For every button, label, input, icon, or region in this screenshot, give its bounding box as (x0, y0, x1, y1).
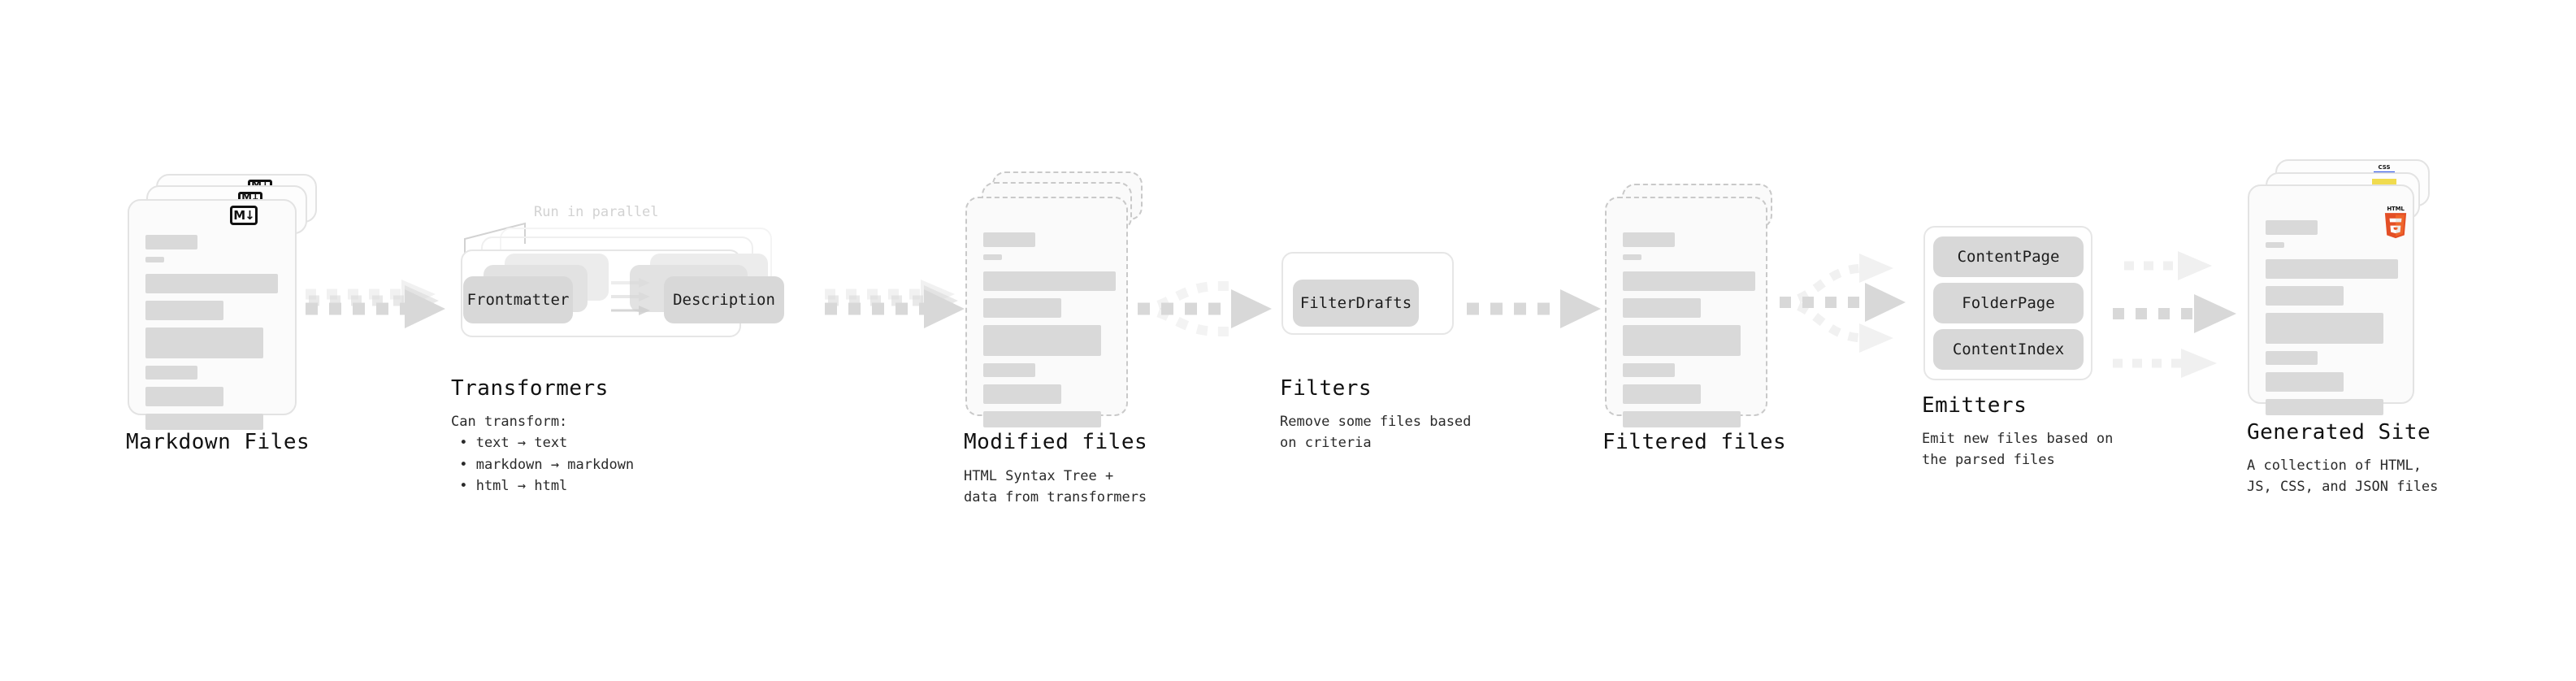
html5-icon-wordmark: HTML (2387, 206, 2405, 212)
emitters-chip-contentindex-label: ContentIndex (1952, 340, 2065, 358)
emitters-subtitle: Emit new files based on the parsed files (1922, 431, 2114, 469)
markdown-file-card-front (128, 199, 297, 430)
transformers-chip-frontmatter-label: Frontmatter (466, 291, 570, 309)
generated-site-subtitle: A collection of HTML, JS, CSS, and JSON … (2247, 458, 2439, 496)
connector-md-to-transformers (306, 280, 445, 328)
markdown-icon-label: M↓ (233, 207, 254, 223)
emitters-chip-contentpage-label: ContentPage (1957, 248, 2060, 266)
emitters-chip-folderpage-label: FolderPage (1962, 294, 2055, 312)
generated-site-title: Generated Site (2247, 420, 2431, 445)
emitters-title: Emitters (1922, 393, 2027, 418)
emitters-chip-contentpage[interactable]: ContentPage (1933, 236, 2084, 277)
emitters-chip-contentindex[interactable]: ContentIndex (1933, 329, 2084, 370)
markdown-icon: M↓ (230, 206, 258, 225)
connector-modified-to-filters (1137, 281, 1272, 336)
modified-files-subtitle: HTML Syntax Tree + data from transformer… (964, 468, 1147, 506)
filtered-files-title: Filtered files (1602, 430, 1787, 454)
transformers-chip-frontmatter[interactable]: Frontmatter (463, 276, 573, 323)
transformers-subtitle: Can transform: • text → text • markdown … (451, 414, 635, 495)
markdown-icon-back1-label: M↓ (241, 192, 260, 204)
generated-site-placeholder-bars (2266, 220, 2398, 423)
run-in-parallel-label: Run in parallel (534, 204, 659, 220)
generated-site-stack: CSS HTML (0, 0, 2430, 415)
modified-file-card-front (965, 197, 1128, 427)
transformers-chip-description[interactable]: Description (664, 276, 784, 323)
html5-icon: HTML (2383, 206, 2408, 239)
filtered-file-card-front (1605, 197, 1767, 427)
filters-subtitle: Remove some files based on criteria (1280, 414, 1472, 452)
modified-files-title: Modified files (964, 430, 1148, 454)
connector-emitters-to-site (2113, 251, 2236, 378)
modified-placeholder-bars (983, 232, 1116, 435)
transformers-inner-arrows (611, 278, 650, 315)
connector-filters-to-filtered (1467, 289, 1601, 328)
transformers-title: Transformers (451, 376, 609, 401)
transformers-chip-description-label: Description (673, 291, 775, 309)
markdown-placeholder-bars (145, 235, 279, 437)
run-in-parallel-bracket (464, 222, 526, 262)
css3-icon-label: CSS (2378, 164, 2391, 171)
connector-filtered-to-emitters (1779, 254, 1906, 353)
filters-chip-filterdrafts-label: FilterDrafts (1299, 294, 1412, 312)
connector-transformers-to-modified (825, 280, 965, 328)
markdown-files-title: Markdown Files (126, 430, 310, 454)
filtered-placeholder-bars (1623, 232, 1755, 435)
filters-chip-filterdrafts[interactable]: FilterDrafts (1293, 280, 1419, 327)
filters-title: Filters (1280, 376, 1373, 401)
generated-site-card-front (2248, 184, 2414, 415)
emitters-chip-folderpage[interactable]: FolderPage (1933, 283, 2084, 323)
